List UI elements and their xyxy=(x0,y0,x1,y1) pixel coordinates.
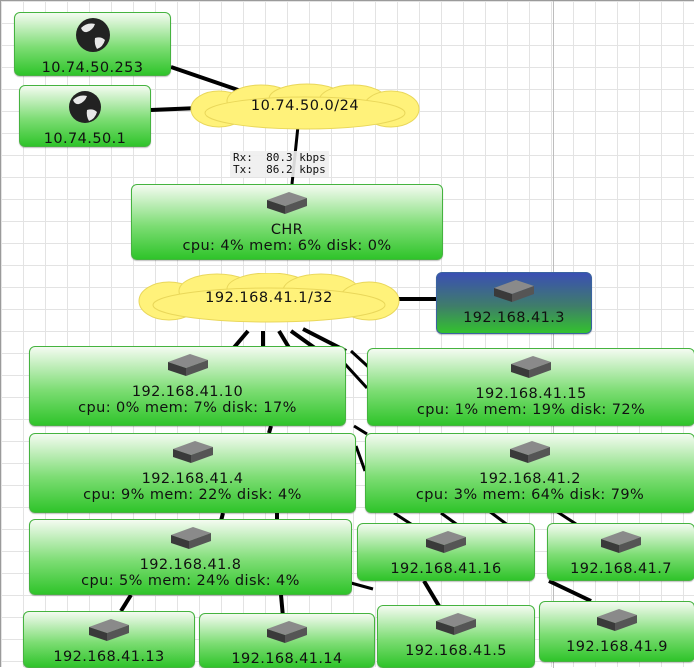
network-label: 10.74.50.0/24 xyxy=(250,98,360,114)
device-stats: cpu: 4% mem: 6% disk: 0% xyxy=(182,238,392,254)
link[interactable] xyxy=(422,579,441,608)
router-icon xyxy=(368,352,694,384)
device-node[interactable]: 192.168.41.9 xyxy=(539,601,694,662)
device-node[interactable]: 192.168.41.14 xyxy=(199,613,375,668)
router-icon xyxy=(24,615,194,647)
device-node[interactable]: 192.168.41.2 cpu: 3% mem: 64% disk: 79% xyxy=(365,433,694,513)
device-node-down[interactable]: 192.168.41.3 xyxy=(436,272,592,334)
device-label: 192.168.41.5 xyxy=(405,643,507,659)
device-node[interactable]: 192.168.41.5 xyxy=(377,605,535,668)
device-label: 10.74.50.253 xyxy=(41,60,144,76)
grid-divider xyxy=(553,1,554,668)
device-node[interactable]: 10.74.50.1 xyxy=(19,85,151,147)
device-node[interactable]: 192.168.41.4 cpu: 9% mem: 22% disk: 4% xyxy=(29,433,356,513)
link-traffic-tooltip: Rx: 80.3 kbps Tx: 86.2 kbps xyxy=(230,151,329,177)
device-stats: cpu: 1% mem: 19% disk: 72% xyxy=(416,402,646,418)
network-cloud-wan[interactable]: 10.74.50.0/24 xyxy=(189,83,421,131)
router-icon xyxy=(30,523,351,555)
router-icon xyxy=(30,437,355,469)
cloud-shape xyxy=(190,83,420,130)
device-node[interactable]: 192.168.41.7 xyxy=(547,523,694,581)
network-cloud-lan[interactable]: 192.168.41.1/32 xyxy=(137,272,401,325)
device-label: 10.74.50.1 xyxy=(43,131,127,147)
globe-icon xyxy=(20,89,150,129)
link[interactable] xyxy=(350,581,374,591)
device-label: 192.168.41.3 xyxy=(463,310,565,326)
network-label: 192.168.41.1/32 xyxy=(205,290,333,306)
device-label: 192.168.41.7 xyxy=(570,561,672,577)
device-label: 192.168.41.16 xyxy=(390,561,502,577)
device-label: CHR xyxy=(270,222,304,238)
cloud-shape xyxy=(138,272,400,323)
rx-rate: Rx: 80.3 kbps xyxy=(233,151,326,164)
device-stats: cpu: 9% mem: 22% disk: 4% xyxy=(83,487,302,503)
router-icon xyxy=(132,188,442,220)
link[interactable] xyxy=(170,65,242,93)
device-stats: cpu: 0% mem: 7% disk: 17% xyxy=(78,400,297,416)
globe-icon xyxy=(15,16,170,58)
router-icon xyxy=(30,350,345,382)
link[interactable] xyxy=(267,425,273,434)
device-label: 192.168.41.4 xyxy=(141,471,244,487)
device-node[interactable]: 10.74.50.253 xyxy=(14,12,171,76)
router-icon xyxy=(548,527,694,559)
link[interactable] xyxy=(555,509,577,526)
link[interactable] xyxy=(354,445,367,472)
device-label: 192.168.41.2 xyxy=(479,471,581,487)
device-node[interactable]: 192.168.41.15 cpu: 1% mem: 19% disk: 72% xyxy=(367,348,694,426)
tx-rate: Tx: 86.2 kbps xyxy=(233,163,326,176)
router-icon xyxy=(437,276,591,308)
device-stats: cpu: 5% mem: 24% disk: 4% xyxy=(81,573,300,589)
router-icon xyxy=(378,609,534,641)
link[interactable] xyxy=(548,579,592,603)
link[interactable] xyxy=(343,362,369,390)
router-icon xyxy=(366,437,694,469)
device-label: 192.168.41.10 xyxy=(131,384,244,400)
link[interactable] xyxy=(353,424,368,436)
device-label: 192.168.41.13 xyxy=(53,649,165,665)
device-node[interactable]: 192.168.41.16 xyxy=(357,523,535,581)
device-node[interactable]: CHR cpu: 4% mem: 6% disk: 0% xyxy=(131,184,443,260)
device-label: 192.168.41.9 xyxy=(566,639,668,655)
router-icon xyxy=(200,617,374,649)
device-node[interactable]: 192.168.41.10 cpu: 0% mem: 7% disk: 17% xyxy=(29,346,346,426)
device-node[interactable]: 192.168.41.8 cpu: 5% mem: 24% disk: 4% xyxy=(29,519,352,595)
device-label: 192.168.41.15 xyxy=(475,386,587,402)
device-label: 192.168.41.14 xyxy=(231,651,343,667)
device-node[interactable]: 192.168.41.13 xyxy=(23,611,195,668)
device-label: 192.168.41.8 xyxy=(139,557,242,573)
router-icon xyxy=(358,527,534,559)
router-icon xyxy=(540,605,694,637)
device-stats: cpu: 3% mem: 64% disk: 79% xyxy=(415,487,645,503)
link[interactable] xyxy=(119,593,133,613)
